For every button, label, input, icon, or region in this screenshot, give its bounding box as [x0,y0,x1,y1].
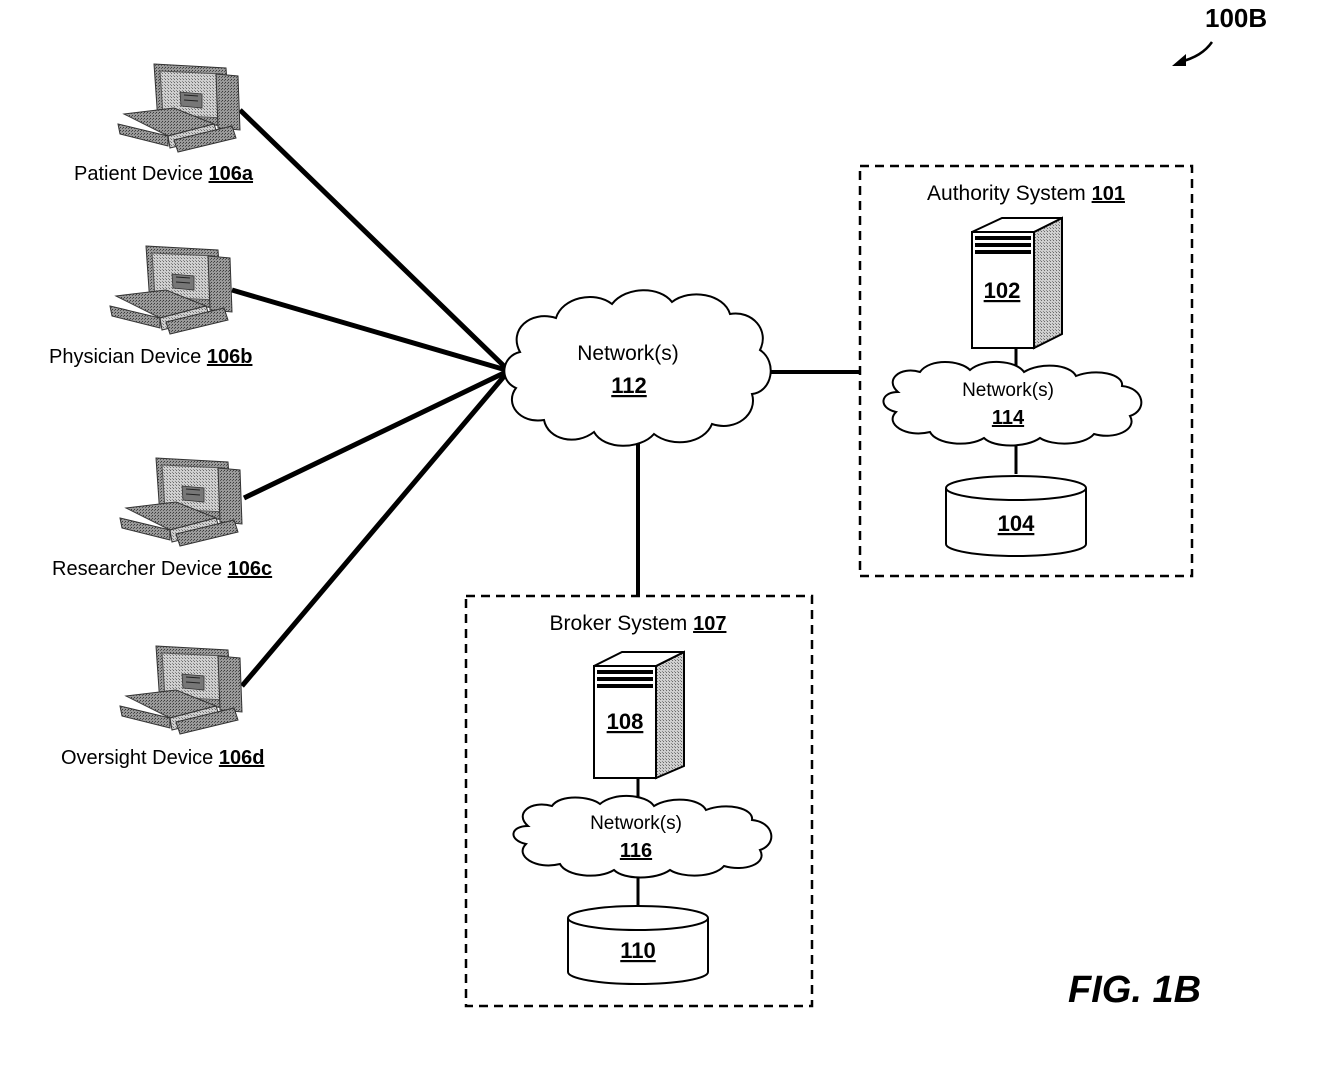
network-label: Network(s) [577,342,679,365]
link-researcher-device [244,372,506,498]
figure-caption: FIG. 1B [1068,969,1201,1011]
figure-pointer-arrow [1172,42,1212,66]
figure-number: 100B [1205,3,1267,33]
system-ref: 101 [1092,183,1125,205]
device-label: Patient Device [74,163,203,185]
network-cloud-main: Network(s) 112 [504,290,770,446]
network-label: Network(s) [590,813,682,834]
device-label: Physician Device [49,346,201,368]
network-ref: 116 [620,840,652,862]
link-oversight-device [242,374,506,686]
computer-icon [118,64,240,152]
device-physician: Physician Device 106b [49,246,252,368]
computer-icon [110,246,232,334]
authority-system: Authority System 101 102 Network(s) 114 … [860,166,1192,576]
svg-text:Authority System 101: Authority System 101 [927,182,1125,205]
server-ref: 108 [607,709,644,734]
server-ref: 102 [984,278,1021,303]
device-oversight: Oversight Device 106d [61,646,264,769]
network-ref: 112 [611,373,647,398]
cloud-icon [883,362,1141,446]
network-ref: 114 [992,407,1025,429]
broker-system: Broker System 107 108 Network(s) 116 110 [466,596,812,1006]
device-label: Researcher Device [52,558,222,580]
database-ref: 104 [998,511,1035,536]
svg-text:Physician Device 106b: Physician Device 106b [49,346,252,368]
cloud-icon [513,796,771,878]
computer-icon [120,646,242,734]
device-ref: 106a [209,163,254,185]
system-title: Authority System [927,182,1086,205]
device-ref: 106d [219,747,265,769]
computer-icon [120,458,242,546]
device-researcher: Researcher Device 106c [52,458,272,580]
svg-text:Broker System 107: Broker System 107 [550,612,727,635]
cloud-icon [504,290,770,446]
database-ref: 110 [620,938,656,963]
svg-text:Oversight Device 106d: Oversight Device 106d [61,747,264,769]
system-title: Broker System [550,612,688,635]
network-label: Network(s) [962,380,1054,401]
device-ref: 106c [228,558,273,580]
device-ref: 106b [207,346,253,368]
svg-text:Patient Device 106a: Patient Device 106a [74,163,254,185]
system-ref: 107 [693,613,726,635]
svg-text:Researcher Device 106c: Researcher Device 106c [52,558,272,580]
device-label: Oversight Device [61,747,213,769]
device-patient: Patient Device 106a [74,64,254,185]
